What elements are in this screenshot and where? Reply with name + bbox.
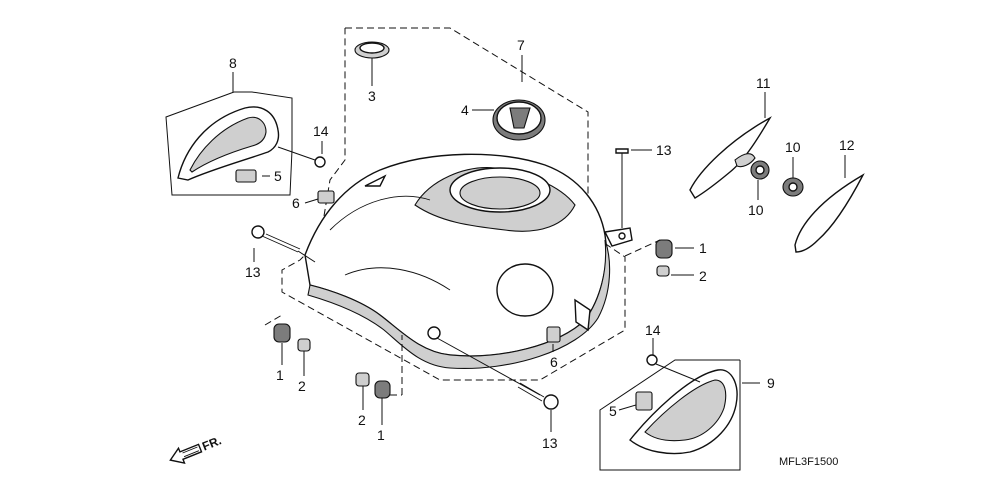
grommet-part-1-lower-left (273, 323, 291, 343)
callout-10-lower: 10 (748, 202, 764, 218)
front-direction-label: FR. (200, 433, 223, 453)
leader-right-grommet (624, 239, 661, 257)
lower-right-panel-part-9 (629, 369, 738, 455)
callout-13-left: 13 (245, 264, 261, 280)
screw-part-14-upper (277, 146, 326, 168)
callout-9: 9 (767, 375, 775, 391)
grommet-part-10-right (782, 177, 804, 197)
bolt-part-13-upper-right (615, 148, 629, 228)
grommet-part-1-right (655, 239, 673, 259)
callout-6-lower: 6 (550, 354, 558, 370)
collar-part-2-right (656, 265, 670, 277)
callout-1-right: 1 (699, 240, 707, 256)
right-strip-part-11 (689, 116, 772, 199)
lower-right-panel-group-frame (599, 359, 741, 471)
left-side-panel-part-8 (177, 106, 280, 181)
callout-6-upper: 6 (292, 195, 300, 211)
callout-14-lower: 14 (645, 322, 661, 338)
callout-7: 7 (517, 37, 525, 53)
fuel-tank-cover (304, 153, 633, 370)
callout-2-lower-left: 2 (298, 378, 306, 394)
front-direction-indicator: FR. (169, 433, 223, 464)
callout-5-lower: 5 (609, 403, 617, 419)
leader-lines (232, 55, 846, 432)
callout-4: 4 (461, 102, 469, 118)
collar-part-2-lower-left (297, 338, 311, 352)
bolt-part-13-left (251, 225, 316, 263)
callout-5-upper: 5 (274, 168, 282, 184)
collar-part-2-lower-mid (355, 372, 370, 387)
clip-part-5-upper (235, 169, 257, 183)
right-strip-part-12 (794, 173, 865, 253)
screw-part-14-lower (646, 354, 701, 383)
callout-1-lower-mid: 1 (377, 427, 385, 443)
callout-13-upper-right: 13 (656, 142, 672, 158)
grommet-part-1-lower-mid (374, 380, 391, 399)
callout-13-lower: 13 (542, 435, 558, 451)
emblem-part-4 (492, 99, 546, 141)
callout-10-upper: 10 (785, 139, 801, 155)
callout-12: 12 (839, 137, 855, 153)
diagram-code: MFL3F1500 (779, 456, 838, 468)
callout-1-lower-left: 1 (276, 367, 284, 383)
front-direction-arrow-icon (169, 443, 203, 464)
leader-lower-left (264, 314, 283, 326)
left-panel-group-frame (165, 91, 293, 196)
clip-part-6-lower (546, 326, 561, 343)
callout-labels: 8 7 3 4 14 5 6 13 13 1 2 6 1 2 2 1 13 14… (229, 37, 855, 451)
callout-8: 8 (229, 55, 237, 71)
grommet-part-3 (354, 41, 390, 59)
bolt-part-13-lower (436, 337, 559, 410)
callout-3: 3 (368, 88, 376, 104)
callout-2-lower-mid: 2 (358, 412, 366, 428)
callout-2-right: 2 (699, 268, 707, 284)
clip-part-5-lower (635, 391, 653, 411)
clip-part-6-upper (317, 190, 335, 204)
grommet-part-10-left (750, 160, 770, 180)
callout-11: 11 (756, 75, 771, 91)
callout-14-upper: 14 (313, 123, 329, 139)
